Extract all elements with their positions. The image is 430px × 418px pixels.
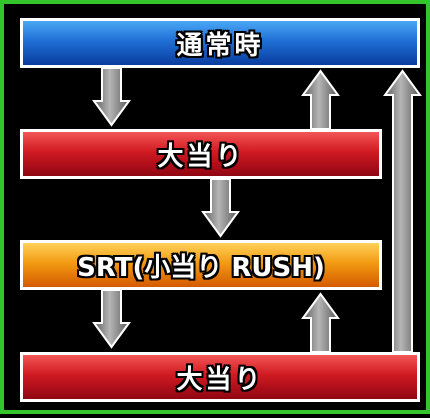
- node-jackpot-1-label: 大当り: [157, 141, 245, 172]
- node-jackpot-1: 大当り: [20, 129, 382, 179]
- node-srt: SRT(小当り RUSH): [20, 240, 382, 290]
- arrow-jackpot1-to-srt: [201, 178, 240, 238]
- arrow-jackpot1-to-normal: [301, 69, 340, 130]
- arrows-layer: [92, 67, 422, 353]
- node-normal-label: 通常時: [176, 30, 264, 61]
- node-normal: 通常時: [20, 18, 420, 68]
- node-jackpot-2: 大当り: [20, 352, 420, 402]
- arrow-jackpot2-to-normal: [383, 69, 422, 353]
- arrow-srt-to-jackpot2: [92, 289, 131, 349]
- arrow-normal-to-jackpot1: [92, 67, 131, 127]
- node-srt-label: SRT(小当り RUSH): [77, 252, 325, 283]
- node-jackpot-2-label: 大当り: [176, 364, 264, 395]
- arrow-jackpot2-to-srt: [301, 292, 340, 353]
